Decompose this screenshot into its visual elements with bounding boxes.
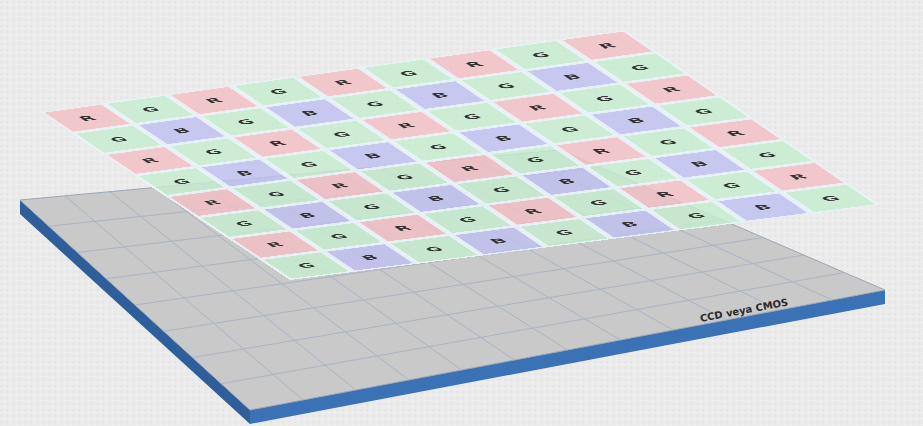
color-letter: R bbox=[659, 85, 684, 94]
color-letter: B bbox=[687, 159, 711, 168]
color-letter: G bbox=[425, 143, 450, 152]
color-letter: R bbox=[457, 164, 481, 173]
color-letter: R bbox=[786, 172, 811, 181]
grid-line bbox=[221, 273, 844, 384]
pixel-grid bbox=[49, 154, 845, 400]
color-letter: G bbox=[232, 219, 256, 228]
color-letter: R bbox=[263, 240, 287, 249]
color-letter: R bbox=[202, 96, 226, 105]
color-letter: B bbox=[358, 253, 382, 262]
color-letter: R bbox=[391, 224, 415, 233]
color-letter: G bbox=[294, 261, 318, 270]
color-letter: R bbox=[723, 129, 748, 138]
color-letter: G bbox=[422, 245, 447, 254]
color-letter: B bbox=[424, 194, 448, 203]
color-letter: G bbox=[359, 203, 384, 212]
color-letter: R bbox=[138, 156, 162, 165]
color-letter: G bbox=[754, 151, 780, 160]
color-letter: G bbox=[264, 190, 289, 199]
color-letter: G bbox=[523, 155, 548, 164]
color-letter: G bbox=[455, 215, 480, 224]
color-letter: B bbox=[296, 211, 320, 220]
color-letter: G bbox=[528, 50, 553, 59]
color-letter: B bbox=[624, 116, 648, 125]
color-letter: G bbox=[138, 105, 163, 114]
color-letter: G bbox=[817, 194, 843, 203]
color-letter: B bbox=[560, 72, 584, 81]
color-letter: G bbox=[627, 63, 653, 72]
color-letter: G bbox=[362, 100, 387, 109]
color-filter-array: R G R G R G R G R G B G B G B G B G R G R G R G R G R G B G B G B G B G R G R G… bbox=[40, 30, 880, 280]
color-letter: G bbox=[655, 138, 680, 147]
sensor-label: CCD veya CMOS bbox=[699, 296, 789, 323]
color-letter: R bbox=[265, 139, 289, 148]
color-letter: R bbox=[520, 207, 544, 216]
color-letter: R bbox=[462, 60, 486, 69]
color-letter: B bbox=[487, 237, 511, 246]
color-letter: R bbox=[331, 78, 355, 87]
grid-line bbox=[425, 163, 726, 321]
color-letter: G bbox=[719, 181, 744, 190]
color-letter: R bbox=[595, 41, 620, 50]
color-letter: B bbox=[751, 203, 775, 212]
color-letter: R bbox=[526, 103, 550, 112]
color-letter: R bbox=[652, 190, 676, 199]
color-letter: G bbox=[266, 87, 291, 96]
sensor-plate bbox=[20, 150, 885, 410]
color-letter: G bbox=[459, 112, 484, 121]
color-letter: B bbox=[170, 126, 194, 135]
color-letter: G bbox=[201, 147, 226, 156]
color-letter: G bbox=[392, 173, 417, 182]
color-letter: R bbox=[589, 147, 613, 156]
color-letter: B bbox=[298, 109, 322, 118]
color-letter: G bbox=[620, 168, 645, 177]
color-letter: G bbox=[329, 130, 354, 139]
color-letter: R bbox=[201, 198, 225, 207]
color-letter: G bbox=[551, 228, 576, 237]
color-letter: G bbox=[493, 81, 518, 90]
color-letter: G bbox=[586, 198, 611, 207]
color-letter: G bbox=[296, 160, 321, 169]
color-letter: R bbox=[328, 181, 352, 190]
color-letter: B bbox=[361, 151, 385, 160]
color-letter: G bbox=[683, 211, 708, 220]
color-letter: B bbox=[618, 220, 642, 229]
color-letter: R bbox=[394, 121, 418, 130]
color-letter: G bbox=[233, 117, 258, 126]
color-letter: G bbox=[592, 94, 617, 103]
color-letter: R bbox=[75, 114, 99, 123]
color-letter: B bbox=[233, 169, 257, 178]
color-letter: B bbox=[491, 134, 515, 143]
color-letter: B bbox=[428, 91, 452, 100]
color-letter: G bbox=[106, 135, 130, 144]
color-letter: G bbox=[557, 125, 582, 134]
color-letter: G bbox=[690, 107, 716, 116]
color-letter: G bbox=[489, 185, 514, 194]
color-letter: G bbox=[396, 69, 421, 78]
color-letter: B bbox=[555, 177, 579, 186]
color-letter: G bbox=[169, 177, 193, 186]
color-letter: G bbox=[326, 232, 351, 241]
